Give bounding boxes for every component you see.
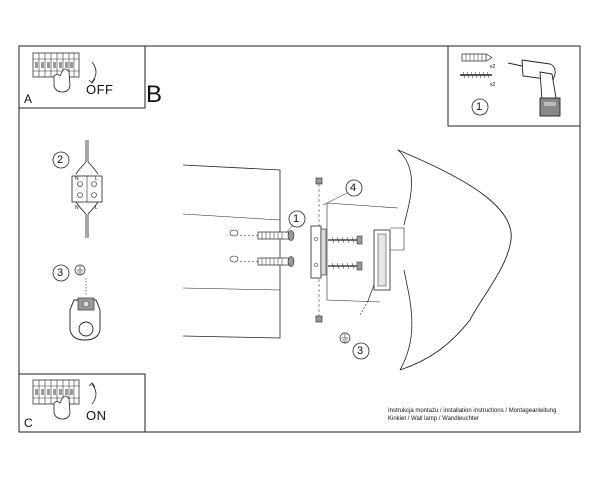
- hand-icon: [53, 395, 71, 420]
- wall-plugs: [240, 210, 306, 267]
- callout-ground-step: 3: [57, 267, 64, 279]
- panel-c-switch-on: [18, 373, 146, 433]
- terminal-label: N: [75, 205, 79, 211]
- wall-surface: [182, 164, 281, 339]
- terminal-label: L: [95, 176, 98, 182]
- mounting-bracket: [310, 177, 363, 323]
- hand-icon: [53, 68, 71, 93]
- wire-connector-diagram: [52, 140, 103, 238]
- footer-line-1: Instrukcja montażu / installation instru…: [388, 408, 557, 414]
- callout-circle-ground: [52, 264, 70, 282]
- callout-circle-wires: [52, 151, 70, 169]
- callout-circle-tools: [471, 98, 489, 116]
- tools-panel: x2 x2: [447, 45, 581, 127]
- lamp-body: [326, 149, 512, 371]
- wall-hole: [229, 255, 239, 263]
- bracket-screw: [328, 261, 363, 271]
- ground-symbol-icon: [339, 332, 351, 344]
- bracket-screw: [328, 235, 363, 245]
- bracket-top-screw: [315, 177, 323, 185]
- panel-c-frame: [18, 373, 146, 433]
- bracket-bottom-screw: [315, 315, 323, 323]
- panel-a-switch-off: [18, 45, 146, 109]
- terminal-label: N: [75, 176, 79, 182]
- switch-off-label: OFF: [86, 82, 114, 97]
- ground-terminal-diagram: [52, 264, 101, 341]
- section-b-letter: B: [146, 81, 163, 108]
- callout-plugs-step: 1: [293, 213, 300, 225]
- screw-icon: x2: [460, 71, 496, 88]
- callout-bracket-step: 4: [350, 182, 357, 194]
- panel-a-letter: A: [24, 92, 33, 106]
- svg-text:x2: x2: [490, 64, 496, 70]
- callout-tools-step: 1: [476, 101, 483, 113]
- callout-circle-main-ground: [352, 342, 370, 360]
- callout-wires-step: 2: [57, 154, 64, 166]
- outer-frame: [18, 45, 581, 433]
- wall-plug-icon: x2: [461, 53, 496, 70]
- ground-symbol-icon: [74, 264, 86, 276]
- wall-hole: [229, 229, 239, 237]
- terminal-label: L: [95, 205, 98, 211]
- panel-c-letter: C: [24, 416, 33, 430]
- up-arrow-icon: [91, 383, 97, 405]
- callout-circle-plugs: [288, 210, 306, 228]
- footer-line-2: Kinkiet / Wall lamp / Wandleuchter: [388, 416, 479, 422]
- drill-icon: [507, 59, 561, 117]
- callout-circle-bracket: [345, 179, 363, 197]
- breaker-block-c: [32, 379, 80, 405]
- switch-on-label: ON: [86, 408, 107, 423]
- down-arrow-icon: [91, 61, 97, 83]
- svg-text:x2: x2: [490, 82, 496, 88]
- callout-main-ground-step: 3: [357, 345, 364, 357]
